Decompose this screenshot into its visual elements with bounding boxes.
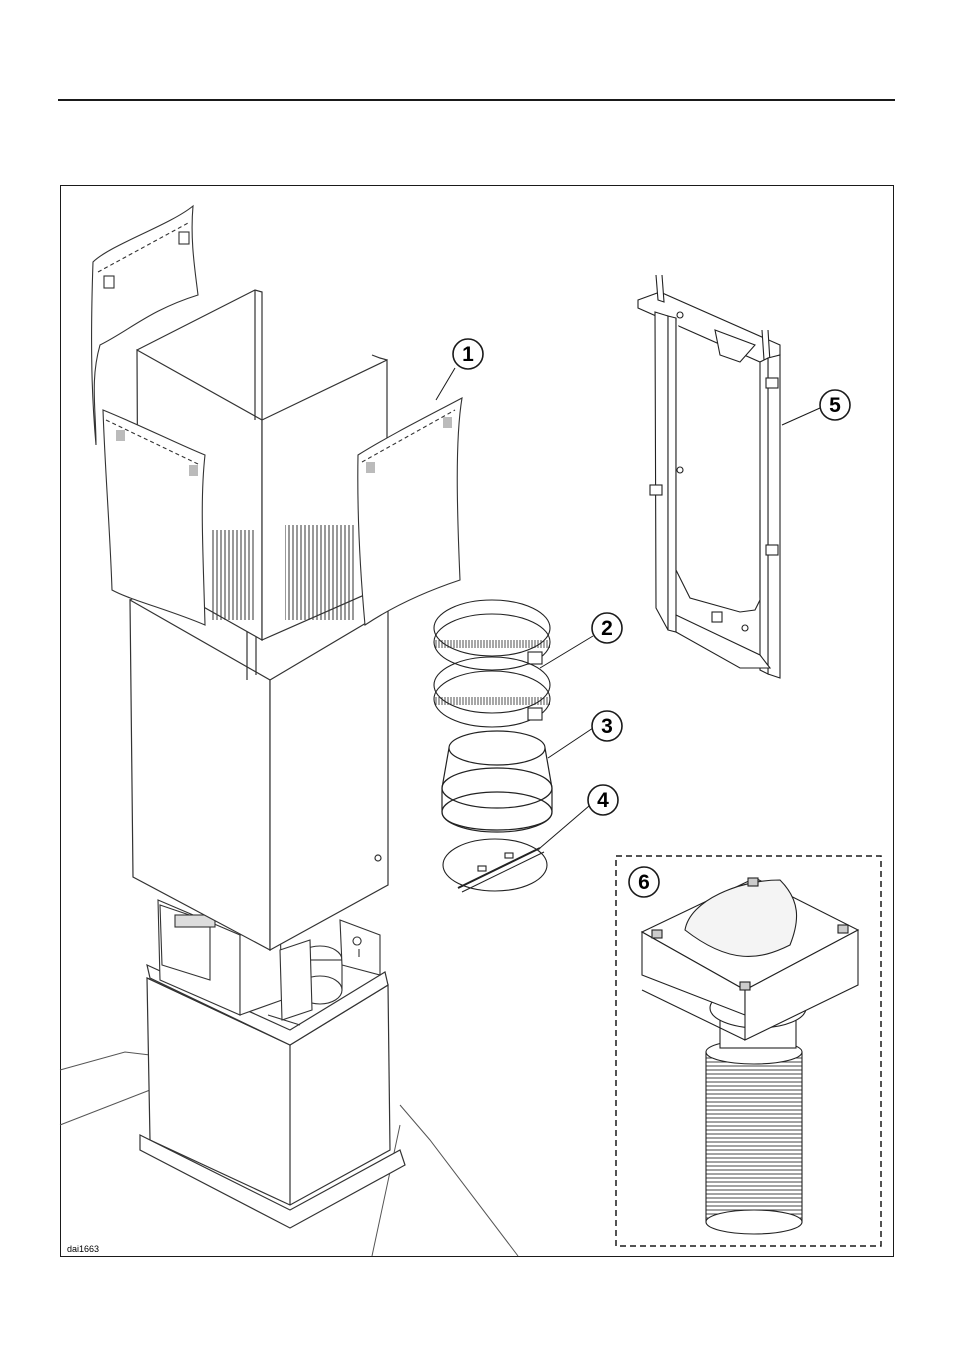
svg-text:1: 1 xyxy=(462,343,474,366)
backflow-flap xyxy=(443,839,547,892)
callout-4: 4 xyxy=(588,785,618,815)
svg-text:3: 3 xyxy=(601,715,613,738)
svg-text:4: 4 xyxy=(597,789,609,812)
svg-text:6: 6 xyxy=(638,871,650,894)
callout-1: 1 xyxy=(453,339,483,369)
drawing-code: dai1663 xyxy=(67,1244,99,1254)
svg-text:5: 5 xyxy=(829,394,841,417)
callout-5: 5 xyxy=(820,390,850,420)
callout-2: 2 xyxy=(592,613,622,643)
callout-3: 3 xyxy=(592,711,622,741)
recirculation-kit-inset xyxy=(616,856,881,1246)
svg-text:2: 2 xyxy=(601,617,613,640)
motor-housing-base xyxy=(140,965,405,1228)
hose-clamps xyxy=(434,600,550,727)
callout-6: 6 xyxy=(629,867,659,897)
mounting-bracket xyxy=(638,275,780,678)
duct-reducer-ring xyxy=(442,731,552,832)
